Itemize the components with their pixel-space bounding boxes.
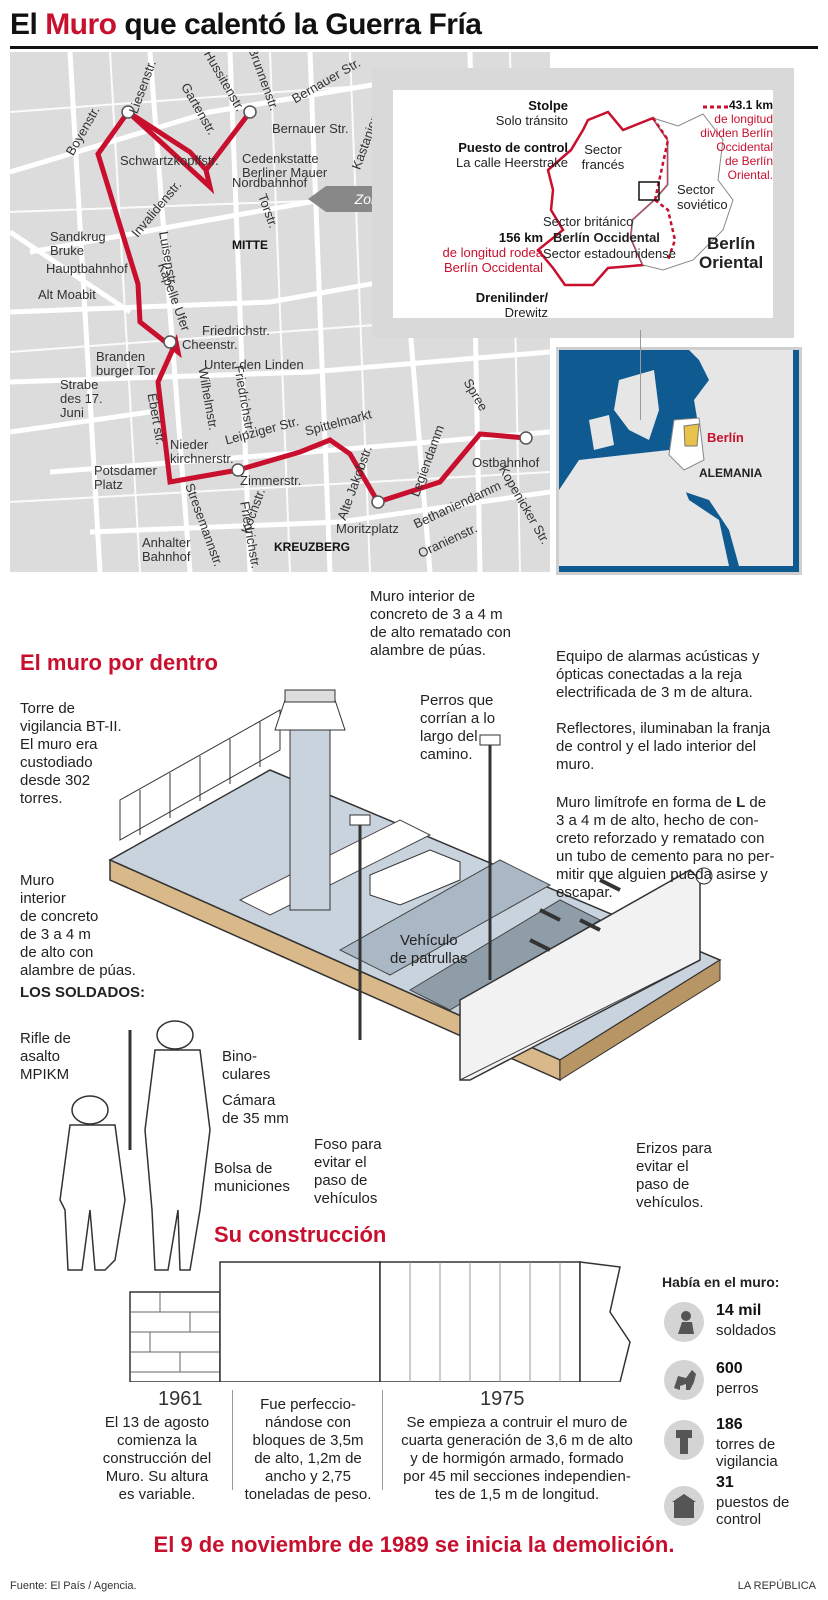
stat-label: soldados xyxy=(716,1322,777,1339)
street-label: Potsdamer Platz xyxy=(94,463,157,492)
europe-land xyxy=(559,350,793,566)
drenilinder-label: Drenilinder/Drewitz xyxy=(475,290,548,320)
district-mitte: MITTE xyxy=(232,238,268,252)
stat-num: 14 mil xyxy=(716,1302,762,1319)
street-label: Cedenkstatte Berliner Mauer xyxy=(242,151,328,180)
soldier-icon xyxy=(664,1302,704,1342)
street-label: Unter den Linden xyxy=(204,357,304,372)
year-1975: 1975 xyxy=(480,1388,525,1410)
brand-footer: LA REPÚBLICA xyxy=(737,1580,816,1592)
construction-heading: Su construcción xyxy=(214,1222,387,1247)
sector-sovietico-label: Sector soviético xyxy=(677,182,728,212)
soldados-heading: LOS SOLDADOS: xyxy=(20,984,146,1001)
stat-num: 186 xyxy=(716,1416,743,1433)
street-label: Nieder kirchnerstr. xyxy=(170,437,234,466)
district-kreuzberg: KREUZBERG xyxy=(274,540,351,554)
wall-generations-illustration xyxy=(129,1261,631,1382)
stat-label: perros xyxy=(716,1380,759,1397)
sectors-map xyxy=(536,105,734,287)
stat-num: 600 xyxy=(716,1360,743,1377)
wall-cross-section-illustration xyxy=(108,689,722,1082)
demolition-banner: El 9 de noviembre de 1989 se inicia la d… xyxy=(153,1532,675,1557)
street-label: Nordbahnhof xyxy=(232,175,308,190)
berlin-europe-label: Berlín xyxy=(707,430,744,445)
page-title: El Muro que calentó la Guerra Fría xyxy=(10,8,482,41)
street-label: Alt Moabit xyxy=(38,287,96,302)
street-label: Sandkrug Bruke xyxy=(50,229,106,258)
street-label: Branden burger Tor xyxy=(96,349,156,378)
europe-locator-map: Berlín ALEMANIA xyxy=(556,347,802,575)
street-label: Cheenstr. xyxy=(182,337,238,352)
connector-line xyxy=(640,330,641,420)
year-1961: 1961 xyxy=(158,1388,203,1410)
street-label: Zimmerstr. xyxy=(240,473,302,488)
source-footer: Fuente: El País / Agencia. xyxy=(10,1580,137,1592)
binoculares-label: Bino-culares xyxy=(222,1048,271,1083)
divider xyxy=(382,1390,383,1490)
tower-icon xyxy=(664,1420,704,1460)
street-label: Hauptbahnhof xyxy=(46,261,128,276)
street-label: Bernauer Str. xyxy=(272,121,349,136)
street-label: Ostbahnhof xyxy=(472,455,540,470)
street-label: Moritzplatz xyxy=(336,521,399,536)
street-label: Strabe des 17. Juni xyxy=(60,377,103,420)
stat-num: 31 xyxy=(716,1474,734,1491)
berlin-occidental-label: Berlín Occidental xyxy=(553,230,660,245)
alemania-label: ALEMANIA xyxy=(699,466,763,480)
sector-britanico-label: Sector británico xyxy=(543,214,634,229)
inside-heading: El muro por dentro xyxy=(20,650,218,675)
title-rule xyxy=(10,46,818,49)
street-label: Schwartzkopffstr. xyxy=(120,153,219,168)
street-label: Friedrichstr. xyxy=(202,323,270,338)
divider xyxy=(232,1390,233,1490)
dog-icon xyxy=(664,1360,704,1400)
street-label: Anhalter Bahnhof xyxy=(142,535,191,564)
stats-heading: Había en el muro: xyxy=(662,1274,780,1290)
sector-frances-label: Sector francés xyxy=(581,142,625,172)
arrow-left-icon xyxy=(308,186,326,212)
soldiers-illustration xyxy=(59,1020,211,1271)
sector-estadounidense-label: Sector estadounidense xyxy=(543,246,676,261)
checkpoint-icon xyxy=(664,1486,704,1526)
